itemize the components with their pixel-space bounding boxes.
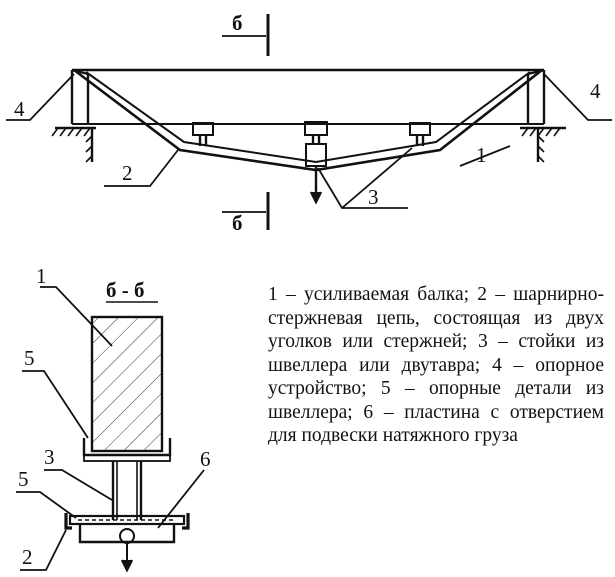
leader-1-section — [40, 286, 113, 347]
leader-6 — [157, 469, 205, 529]
chain-outer — [73, 68, 543, 172]
post-left — [192, 122, 214, 146]
chain-angle-left — [64, 513, 72, 530]
legend-item-6: 6 – пластина с отверстием для подвески н… — [268, 401, 604, 447]
leader-2-section — [20, 529, 67, 571]
label-2-section: 2 — [22, 545, 33, 569]
ground-left-hatch — [51, 127, 91, 137]
chain-inner — [85, 71, 531, 164]
label-1-elevation: 1 — [476, 143, 487, 167]
load-arrow-head — [309, 191, 323, 205]
label-6-section: 6 — [200, 447, 211, 471]
legend-item-1: 1 – усиливаемая балка; — [268, 284, 470, 305]
label-3-section: 3 — [44, 445, 55, 469]
legend-caption: 1 – усиливаемая балка; 2 – шарнирно-стер… — [268, 283, 604, 448]
leader-5-upper — [22, 370, 89, 439]
wall-right-hatch — [537, 135, 545, 163]
beam-cross-section — [90, 315, 164, 453]
label-2-elevation: 2 — [122, 161, 133, 185]
post-center — [304, 121, 328, 167]
leader-4-left — [6, 73, 75, 121]
section-title: б - б — [106, 278, 145, 302]
section-mark-top: б — [232, 11, 243, 35]
label-1-section: 1 — [36, 264, 47, 288]
elevation-view — [6, 14, 612, 230]
chain-angle-right — [182, 513, 190, 530]
section-load-arrow — [120, 559, 134, 573]
leader-4-right — [543, 73, 612, 121]
legend-item-4: 4 – опорное устройство; — [268, 354, 605, 400]
section-view — [16, 286, 205, 573]
label-5-upper: 5 — [24, 346, 35, 370]
leader-5-lower — [16, 491, 77, 519]
plate — [68, 514, 186, 526]
label-5-lower: 5 — [18, 467, 29, 491]
label-4-left: 4 — [14, 97, 25, 121]
leader-2 — [104, 149, 179, 187]
legend-item-3: 3 – стойки из швеллера или двутавра; — [268, 331, 604, 376]
legend-item-5: 5 – опорные детали из швеллера; — [268, 378, 604, 423]
leader-3 — [317, 147, 413, 209]
wall-left-hatch — [85, 135, 93, 163]
label-3-elevation: 3 — [368, 185, 379, 209]
leader-3-section — [44, 469, 113, 501]
upper-channel-flange — [83, 454, 171, 462]
ground-right-hatch — [521, 127, 561, 137]
legend-item-2: 2 – шарнирно-стержневая цепь, состоящая … — [268, 284, 604, 352]
label-4-right: 4 — [590, 79, 601, 103]
leader-1 — [459, 145, 511, 167]
section-mark-bottom: б — [232, 211, 243, 235]
post-right — [409, 122, 431, 146]
